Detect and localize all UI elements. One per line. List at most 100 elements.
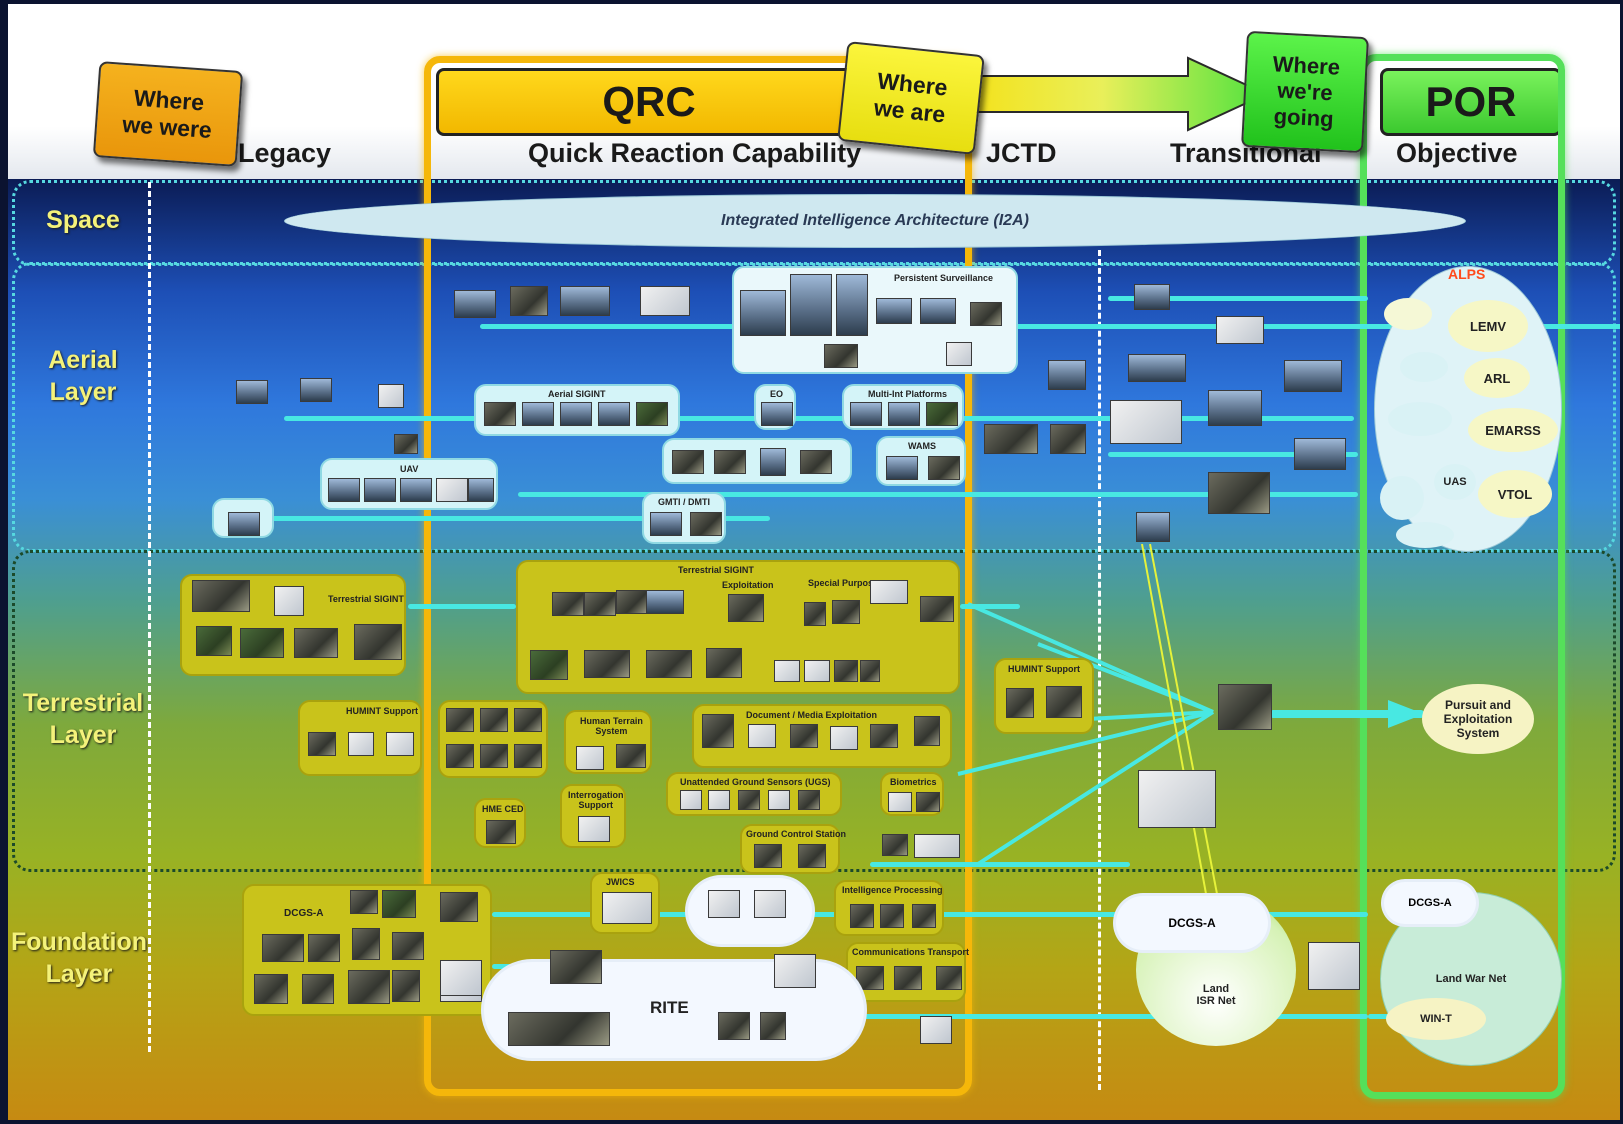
legacy-dcgs-title: DCGS-A xyxy=(284,908,324,919)
exploitation-title: Exploitation xyxy=(722,580,774,590)
device-thumb xyxy=(486,820,516,844)
gmti-dmti-title: GMTI / DMTI xyxy=(658,497,710,507)
vehicle-thumb xyxy=(936,966,962,990)
vtol-ellipse: VTOL xyxy=(1478,470,1552,518)
gmti-thumb xyxy=(228,512,260,536)
sensor-thumb xyxy=(1110,400,1182,444)
human-terrain-title: Human Terrain System xyxy=(580,716,643,736)
terrestrial-sigint-title: Terrestrial SIGINT xyxy=(678,565,754,575)
server-thumb xyxy=(850,904,874,928)
vehicle-thumb xyxy=(196,626,232,656)
sensor-thumb xyxy=(832,600,860,624)
i2a-label: Integrated Intelligence Architecture (I2… xyxy=(721,212,1029,229)
antenna-thumb xyxy=(274,586,304,616)
vehicle-thumb xyxy=(308,934,340,962)
device-thumb xyxy=(616,744,646,768)
device-thumb xyxy=(514,744,542,768)
document-media-title: Document / Media Exploitation xyxy=(746,710,878,720)
tower-thumb xyxy=(836,274,868,336)
cloud-computing-cloud xyxy=(688,878,812,944)
lemv-label: LEMV xyxy=(1469,318,1507,334)
biometrics-panel: Biometrics xyxy=(880,772,944,816)
device-thumb xyxy=(888,792,912,812)
transitional-dcgs-cloud: DCGS-A xyxy=(1116,896,1268,950)
device-thumb xyxy=(382,890,416,918)
aircraft-thumb xyxy=(1216,316,1264,344)
device-thumb xyxy=(830,726,858,750)
column-jctd: JCTD xyxy=(986,138,1057,168)
server-thumb xyxy=(880,904,904,928)
vehicle-thumb xyxy=(302,974,334,1004)
sensor-thumb xyxy=(708,790,730,810)
terrestrial-link-2 xyxy=(960,604,1020,609)
network-thumb xyxy=(920,1016,952,1044)
pursuit-exploitation-ellipse: Pursuit and Exploitation System xyxy=(1422,684,1534,754)
laptop-thumb xyxy=(576,746,604,770)
eo-title: EO xyxy=(770,389,784,399)
ground-control-title: Ground Control Station xyxy=(746,829,846,839)
sensor-thumb xyxy=(876,298,912,324)
emarss-ellipse: EMARSS xyxy=(1468,408,1558,452)
sensor-thumb xyxy=(1136,512,1170,542)
device-thumb xyxy=(718,1012,750,1040)
layer-terrestrial: Terrestrial Layer xyxy=(22,689,144,749)
device-thumb xyxy=(774,660,800,682)
device-thumb xyxy=(1138,770,1216,828)
eo-thumb xyxy=(761,402,793,426)
aerial-link-1 xyxy=(480,324,1620,329)
gmti-thumb xyxy=(650,512,682,536)
vtol-label: VTOL xyxy=(1497,486,1533,502)
objective-dcgs-cloud: DCGS-A xyxy=(1384,882,1476,924)
network-thumb xyxy=(440,960,482,996)
network-thumb xyxy=(754,890,786,918)
aircraft-thumb xyxy=(1284,360,1342,392)
device-thumb xyxy=(480,744,508,768)
device-thumb xyxy=(392,970,420,1002)
wams-panel: WAMS xyxy=(876,436,966,486)
aerial-link-5 xyxy=(1108,296,1368,301)
alps-title: ALPS xyxy=(1448,266,1486,282)
platform-thumb xyxy=(850,402,882,426)
terrestrial-link-3 xyxy=(1270,710,1424,718)
hme-ced-title: HME CED xyxy=(482,804,524,814)
eo-panel: EO xyxy=(754,384,796,430)
aerial-link-4 xyxy=(270,516,770,521)
device-thumb xyxy=(446,744,474,768)
tsp-ellipse xyxy=(1388,402,1452,436)
sigint-thumb xyxy=(598,402,630,426)
sensor-thumb xyxy=(984,424,1038,454)
sensor-thumb xyxy=(394,434,418,454)
vehicle-thumb xyxy=(294,628,338,658)
persistent-surveillance-panel: Persistent Surveillance xyxy=(732,266,1018,374)
aircraft-thumb xyxy=(560,286,610,316)
objective-dcgs-label: DCGS-A xyxy=(1408,897,1452,909)
gmti-thumb xyxy=(690,512,722,536)
legacy-dcgs-panel: DCGS-A xyxy=(242,884,492,1016)
hme-ced-panel: HME CED xyxy=(474,798,526,848)
device-thumb xyxy=(754,844,782,868)
terrestrial-converging-links xyxy=(957,602,1215,866)
ugs-title: Unattended Ground Sensors (UGS) xyxy=(680,777,831,787)
rite-cloud: RITE xyxy=(484,950,864,1058)
vehicle-thumb xyxy=(192,580,250,612)
device-thumb xyxy=(514,708,542,732)
terrestrial-link-4 xyxy=(870,862,1130,867)
device-thumb xyxy=(790,724,818,748)
device-thumb xyxy=(702,714,734,748)
special-purpose-title: Special Purpose xyxy=(808,578,879,588)
platform-thumb xyxy=(926,402,958,426)
vehicle-thumb xyxy=(894,966,922,990)
vehicle-thumb xyxy=(348,970,390,1004)
aerial-sigint-title: Aerial SIGINT xyxy=(548,389,606,399)
device-thumb xyxy=(308,732,336,756)
biometrics-title: Biometrics xyxy=(890,777,937,787)
sensor-thumb xyxy=(760,448,786,476)
foundation-link-3 xyxy=(628,1014,1368,1019)
device-thumb xyxy=(882,834,908,856)
uav-thumb xyxy=(436,478,468,502)
aircraft-thumb xyxy=(1048,360,1086,390)
sensor-thumb xyxy=(920,298,956,324)
aerial-sensors-panel xyxy=(662,438,852,484)
multi-int-panel: Multi-Int Platforms xyxy=(842,384,964,430)
multi-int-title: Multi-Int Platforms xyxy=(868,389,947,399)
